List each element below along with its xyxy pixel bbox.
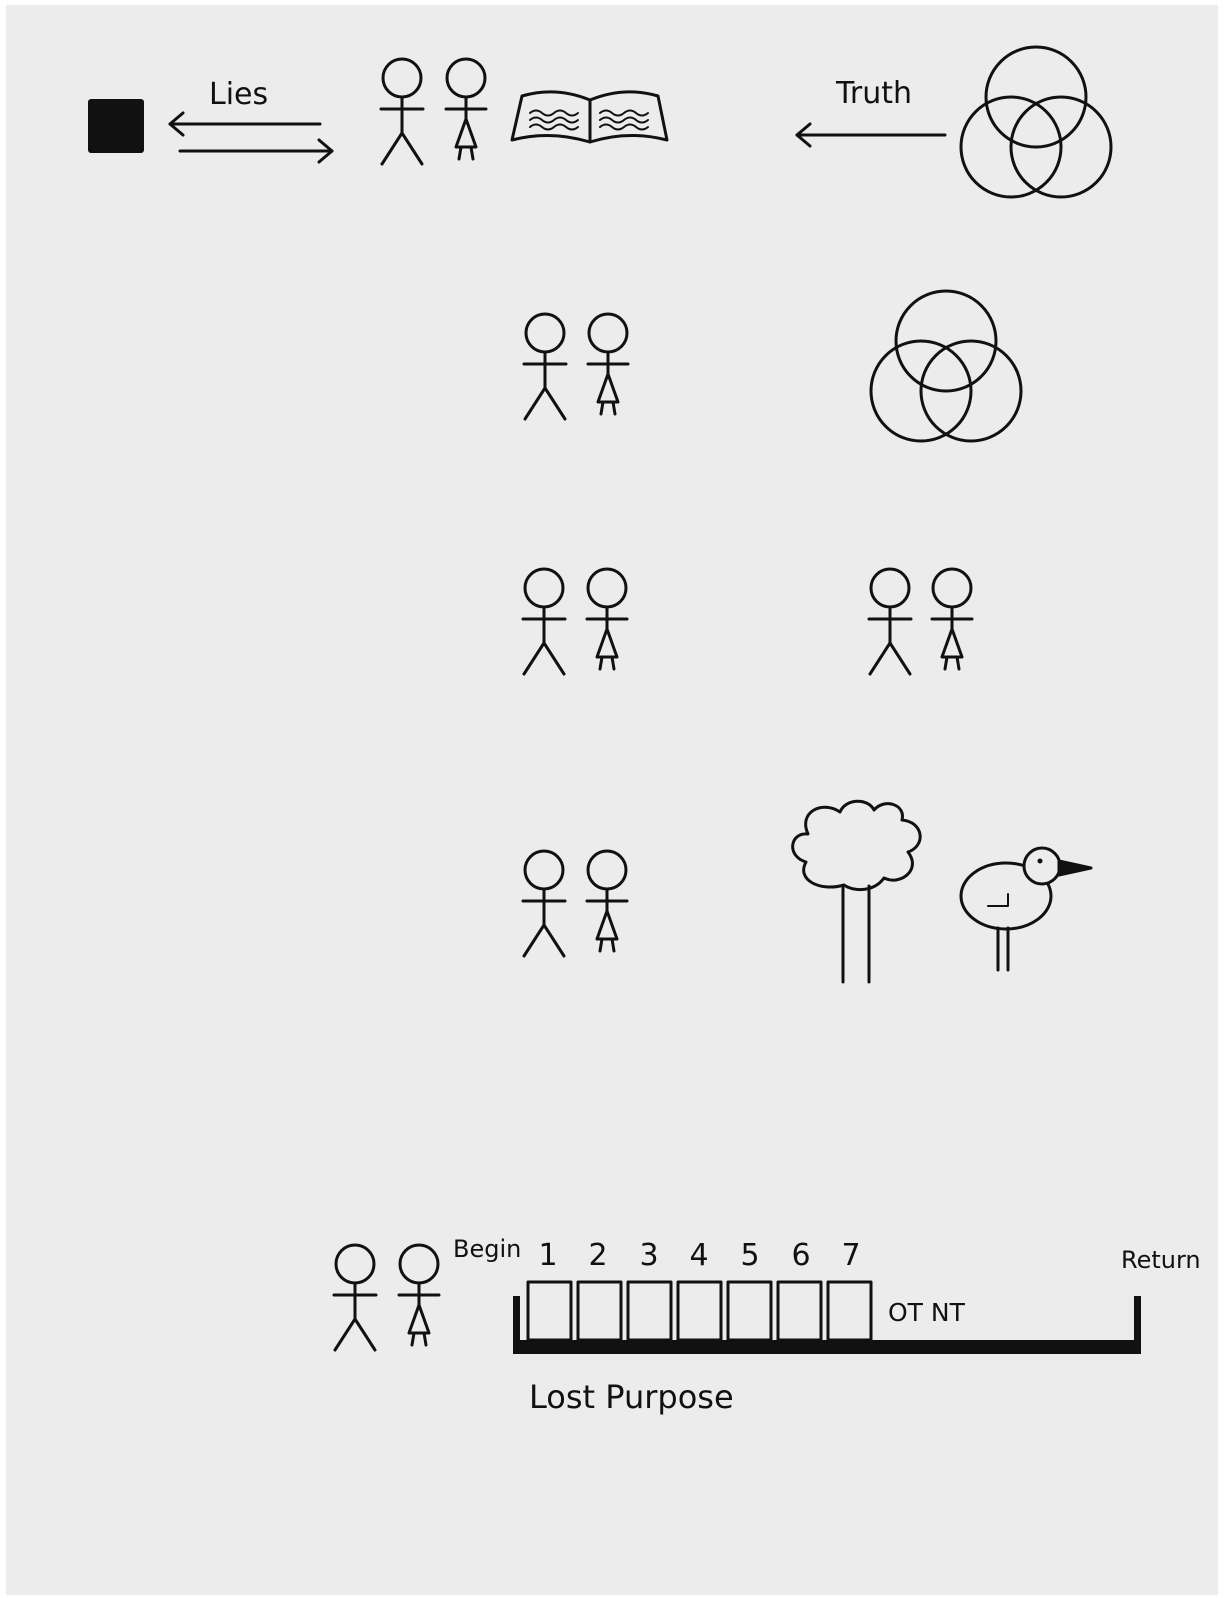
timeline-number: 5 xyxy=(740,1238,759,1273)
lies-label: Lies xyxy=(209,77,268,112)
timeline-number: 7 xyxy=(841,1238,860,1273)
testaments-label: OT NT xyxy=(888,1298,966,1327)
timeline-number: 1 xyxy=(538,1238,557,1273)
begin-label: Begin xyxy=(453,1235,521,1263)
timeline-number: 4 xyxy=(689,1238,708,1273)
truth-label: Truth xyxy=(835,76,912,111)
timeline-number: 2 xyxy=(588,1238,607,1273)
diagram-background xyxy=(6,5,1218,1595)
black-square-icon xyxy=(88,99,144,153)
return-label: Return xyxy=(1121,1246,1201,1274)
lost-purpose-label: Lost Purpose xyxy=(529,1378,734,1416)
timeline-number: 3 xyxy=(639,1238,658,1273)
timeline-number: 6 xyxy=(791,1238,810,1273)
